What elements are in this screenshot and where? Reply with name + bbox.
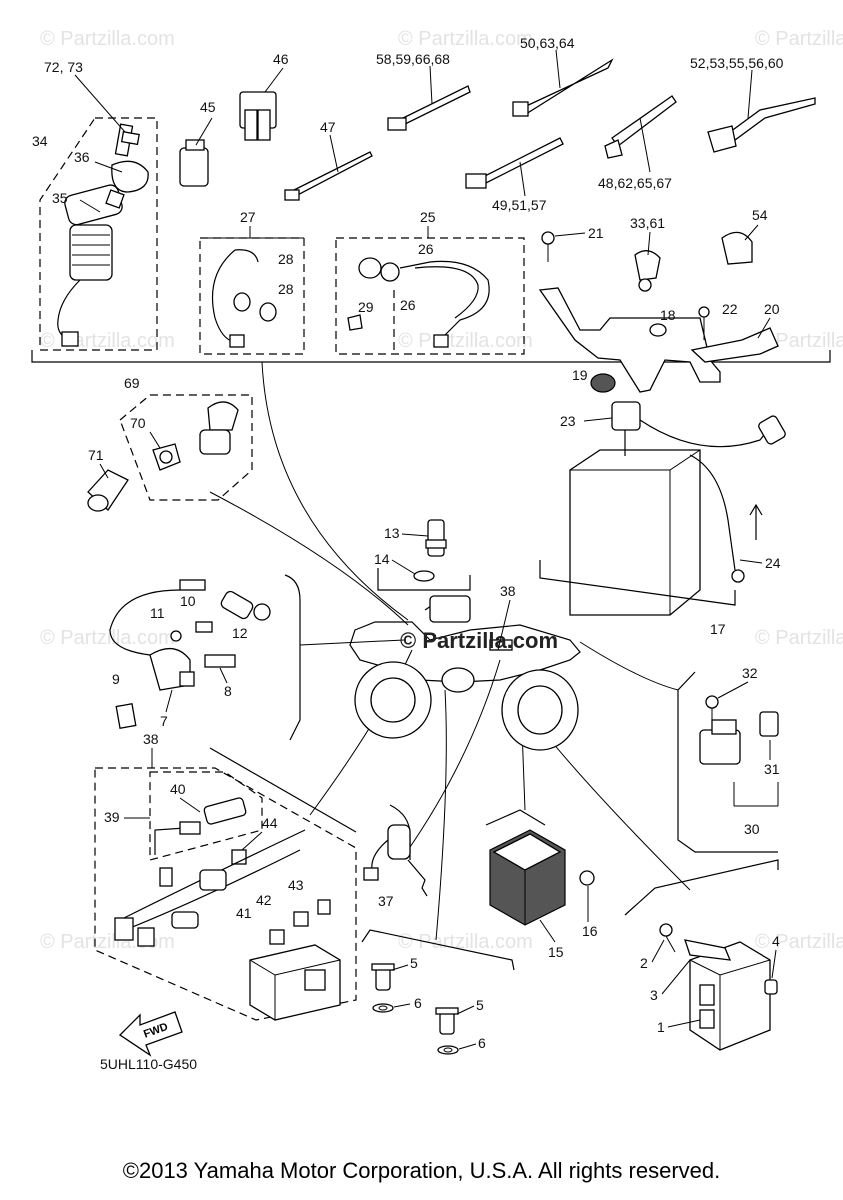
callout-18: 18 <box>660 307 676 323</box>
callout-43: 43 <box>288 877 304 893</box>
bolts-washers-group: 5 6 5 6 <box>361 929 515 1055</box>
cable-ties: 47 58,59,66,68 50,63,64 49,51,57 48,62,6… <box>284 35 816 213</box>
watermark-text: © Partzilla.com <box>40 28 175 50</box>
atv-vehicle: © Partzilla.com <box>349 595 581 751</box>
callout-3: 3 <box>650 987 658 1003</box>
callout-49-51-57: 49,51,57 <box>492 197 547 213</box>
callout-45: 45 <box>200 99 216 115</box>
callout-28b: 28 <box>278 281 294 297</box>
callout-13: 13 <box>384 525 400 541</box>
outlet-group: 69 70 71 <box>87 375 253 512</box>
callout-39: 39 <box>104 809 120 825</box>
callout-26b: 26 <box>400 297 416 313</box>
callout-58-59-66-68: 58,59,66,68 <box>376 51 450 67</box>
sub-lead-groups: 27 28 28 25 26 26 29 <box>199 209 525 355</box>
callout-54: 54 <box>752 207 768 223</box>
main-switch-group: 72, 73 34 36 35 <box>32 59 158 351</box>
callout-15: 15 <box>548 944 564 960</box>
callout-71: 71 <box>88 447 104 463</box>
watermark-text: © Partzilla.com <box>398 330 533 352</box>
callout-8: 8 <box>224 683 232 699</box>
callout-33-61: 33,61 <box>630 215 665 231</box>
callout-12: 12 <box>232 625 248 641</box>
forward-arrow-icon: FWD <box>118 1011 183 1057</box>
callout-27: 27 <box>240 209 256 225</box>
callout-35: 35 <box>52 190 68 206</box>
watermarks: © Partzilla.com © Partzilla.com © Partzi… <box>40 28 843 953</box>
callout-30: 30 <box>744 821 760 837</box>
brackets-group: 33,61 54 21 18 22 20 19 <box>538 207 780 393</box>
callout-21: 21 <box>588 225 604 241</box>
watermark-text: © Partzilla.com <box>398 28 533 50</box>
group-bracket <box>31 350 831 363</box>
callout-42: 42 <box>256 892 272 908</box>
callout-52-53-55-56-60: 52,53,55,56,60 <box>690 55 784 71</box>
callout-4: 4 <box>772 933 780 949</box>
callout-41: 41 <box>236 905 252 921</box>
callout-14: 14 <box>374 551 390 567</box>
relay-group: 32 31 30 <box>677 665 780 853</box>
starter-relay-group: 10 11 12 9 8 7 <box>109 574 301 741</box>
callout-17: 17 <box>710 621 726 637</box>
callout-5a: 5 <box>410 955 418 971</box>
battery-group: 23 24 17 <box>539 401 786 637</box>
callout-38b: 38 <box>143 731 159 747</box>
callout-26a: 26 <box>418 241 434 257</box>
watermark-text: © Partzilla.com <box>755 627 843 649</box>
callout-11: 11 <box>150 605 165 621</box>
watermark-text: © Partzilla.com <box>755 28 843 50</box>
callout-6b: 6 <box>478 1035 486 1051</box>
callout-69: 69 <box>124 375 140 391</box>
watermark-text: © Partzilla.com <box>755 931 843 953</box>
callout-20: 20 <box>764 301 780 317</box>
callout-34: 34 <box>32 133 48 149</box>
callout-29: 29 <box>358 299 374 315</box>
callout-28a: 28 <box>278 251 294 267</box>
callout-16: 16 <box>582 923 598 939</box>
callout-40: 40 <box>170 781 186 797</box>
fuse-box-group: 38 40 39 44 43 42 41 <box>94 731 357 1021</box>
callout-19: 19 <box>572 367 588 383</box>
callout-2: 2 <box>640 955 648 971</box>
copyright-notice: ©2013 Yamaha Motor Corporation, U.S.A. A… <box>122 1158 721 1183</box>
callout-72-73: 72, 73 <box>44 59 83 75</box>
callout-48-62-65-67: 48,62,65,67 <box>598 175 672 191</box>
cdi-unit-group: 4 2 3 1 <box>624 859 780 1051</box>
callout-22: 22 <box>722 301 738 317</box>
callout-25: 25 <box>420 209 436 225</box>
rectifier-group: 15 16 <box>485 809 598 960</box>
callout-36: 36 <box>74 149 90 165</box>
callout-9: 9 <box>112 671 120 687</box>
callout-44: 44 <box>262 815 278 831</box>
drawing-code: 5UHL110-G450 <box>100 1056 197 1072</box>
callout-5b: 5 <box>476 997 484 1013</box>
callout-46: 46 <box>273 51 289 67</box>
callout-70: 70 <box>130 415 146 431</box>
callout-37: 37 <box>378 893 394 909</box>
callout-7: 7 <box>160 713 168 729</box>
callout-10: 10 <box>180 593 196 609</box>
callout-32: 32 <box>742 665 758 681</box>
switch-37-group: 37 <box>363 804 428 909</box>
callout-31: 31 <box>764 761 780 777</box>
sensor-group: 13 14 38 <box>374 519 516 651</box>
callout-24: 24 <box>765 555 781 571</box>
callout-38a: 38 <box>500 583 516 599</box>
callout-6a: 6 <box>414 995 422 1011</box>
watermark-text: © Partzilla.com <box>40 627 175 649</box>
watermark-text: © Partzilla.com <box>398 931 533 953</box>
callout-1: 1 <box>657 1019 665 1035</box>
center-watermark: © Partzilla.com <box>400 628 558 653</box>
callout-50-63-64: 50,63,64 <box>520 35 575 51</box>
connector-45-46: 45 46 <box>179 51 289 187</box>
callout-23: 23 <box>560 413 576 429</box>
callout-47: 47 <box>320 119 336 135</box>
